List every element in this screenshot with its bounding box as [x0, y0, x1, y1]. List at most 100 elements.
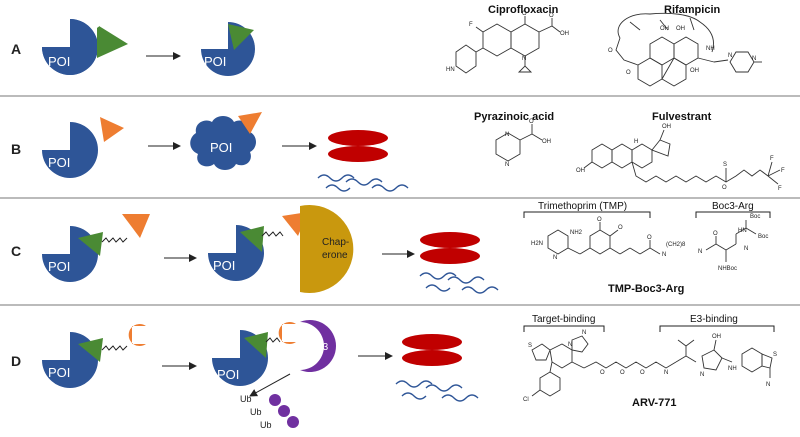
atom-ho: OH [576, 168, 585, 174]
atom-o: O [597, 217, 602, 223]
row-b-poi [42, 122, 98, 178]
atom-o: O [626, 70, 631, 76]
atom-boc: Boc [758, 234, 768, 240]
arv-771-structure: S Cl N N O O O N OH N NH S N [523, 330, 777, 403]
row-d-peptide [425, 384, 463, 392]
atom-oh: OH [676, 26, 685, 32]
row-d-degraded-fragment [402, 350, 462, 366]
atom-n: N [766, 382, 770, 388]
atom-oh: OH [542, 139, 551, 145]
atom-oh: OH [662, 124, 671, 130]
atom-o: O [522, 11, 527, 17]
bracket-bocarg [695, 211, 771, 218]
rifampicin-structure: OH OH O NH N N O OH [608, 12, 762, 87]
atom-o: O [713, 231, 718, 237]
atom-nhboc: NHBoc [718, 266, 737, 272]
atom-n: N [568, 342, 572, 348]
atom-hn: HN [446, 67, 455, 73]
atom-o: O [620, 370, 625, 376]
fulvestrant-structure: OH OH S O F F F H [576, 124, 785, 192]
chaperone [300, 205, 354, 293]
atom-f: F [770, 156, 774, 162]
row-b-unfolded-poi [190, 116, 256, 170]
atom-s: S [773, 352, 777, 358]
bracket-e3-binding [659, 325, 775, 332]
row-label-b: B [11, 141, 21, 157]
row-b-peptide [317, 174, 355, 182]
atom-o: O [618, 225, 623, 231]
atom-n: N [505, 132, 509, 138]
atom-oh: OH [712, 334, 721, 340]
e3-label: E3 [316, 342, 329, 353]
atom-n: N [522, 56, 526, 62]
atom-o: O [600, 370, 605, 376]
row-c-degraded-fragment [420, 248, 480, 264]
atom-cl: Cl [523, 397, 529, 403]
row-a-poi [42, 19, 98, 75]
row-c-linker [101, 237, 128, 243]
ubiquitin [278, 405, 290, 417]
atom-f: F [781, 168, 785, 174]
atom-n: N [664, 370, 668, 376]
atom-o: O [647, 235, 652, 241]
row-c-bound-poi-label: POI [213, 258, 235, 273]
bracket-tmp [523, 211, 651, 218]
row-b-unfolded-poi-label: POI [210, 140, 232, 155]
atom-n: N [744, 246, 748, 252]
atom-oh: OH [690, 68, 699, 74]
compound-rifampicin: Rifampicin [664, 4, 721, 16]
atom-nh: NH [706, 46, 715, 52]
row-b-degraded-fragment [328, 146, 388, 162]
atom-n: N [582, 330, 586, 336]
row-d-ligand-triangle [78, 338, 103, 362]
ubiquitin [269, 394, 281, 406]
atom-n: N [505, 162, 509, 168]
row-c-peptide [447, 276, 485, 284]
row-b-peptide [325, 184, 351, 192]
atom-oh: OH [560, 31, 569, 37]
bracket-target-binding [523, 325, 605, 332]
tmp-boc3-arg-structure: H2N NH2 N O O O N (CH2)8 N O NHBoc HN Bo… [531, 214, 768, 272]
row-a-poi-label: POI [48, 54, 70, 69]
bracket-target-binding-label: Target-binding [532, 314, 595, 325]
atom-n: N [698, 249, 702, 255]
atom-n: N [728, 53, 732, 59]
bracket-e3-binding-label: E3-binding [690, 314, 738, 325]
compound-fulvestrant: Fulvestrant [652, 111, 712, 123]
row-c-poi-label: POI [48, 259, 70, 274]
atom-o: O [640, 370, 645, 376]
row-d-complex-poi-label: POI [217, 367, 239, 382]
row-b-peptide [371, 184, 409, 192]
atom-nh2: NH2 [570, 230, 583, 236]
row-c-degraded-fragment [420, 232, 480, 248]
row-d-linker [101, 345, 128, 351]
atom-o: O [529, 119, 534, 125]
pyrazinoic-acid-structure: N N O OH [495, 119, 551, 168]
row-d-peptide [441, 394, 479, 402]
atom-nh: NH [728, 366, 737, 372]
row-d-peptide [401, 392, 427, 400]
bracket-tmp-label: Trimethoprim (TMP) [538, 201, 627, 212]
atom-f: F [469, 22, 473, 28]
row-b-ligand-triangle [100, 117, 124, 142]
row-label-a: A [11, 41, 21, 57]
atom-h2n: H2N [531, 241, 543, 247]
row-d-peptide [395, 380, 433, 388]
row-d-e3-ligand [128, 324, 146, 347]
atom-o: O [549, 13, 554, 19]
ub-label: Ub [250, 407, 262, 417]
row-a-bound-poi-label: POI [204, 54, 226, 69]
row-a-ligand-triangle [97, 26, 128, 58]
chaperone-label-line2: erone [322, 250, 348, 261]
row-b-peptide [345, 178, 383, 186]
bracket-bocarg-label: Boc3-Arg [712, 201, 754, 212]
row-b-poi-label: POI [48, 155, 70, 170]
row-label-d: D [11, 353, 21, 369]
row-d-degraded-fragment [402, 334, 462, 350]
row-a-bound-poi [201, 22, 255, 76]
compound-arv-771: ARV-771 [632, 397, 676, 409]
row-b-bound-ligand [238, 112, 262, 134]
ciprofloxacin-structure: F O OH O N HN [446, 11, 569, 74]
row-c-ligand-triangle [78, 232, 103, 256]
